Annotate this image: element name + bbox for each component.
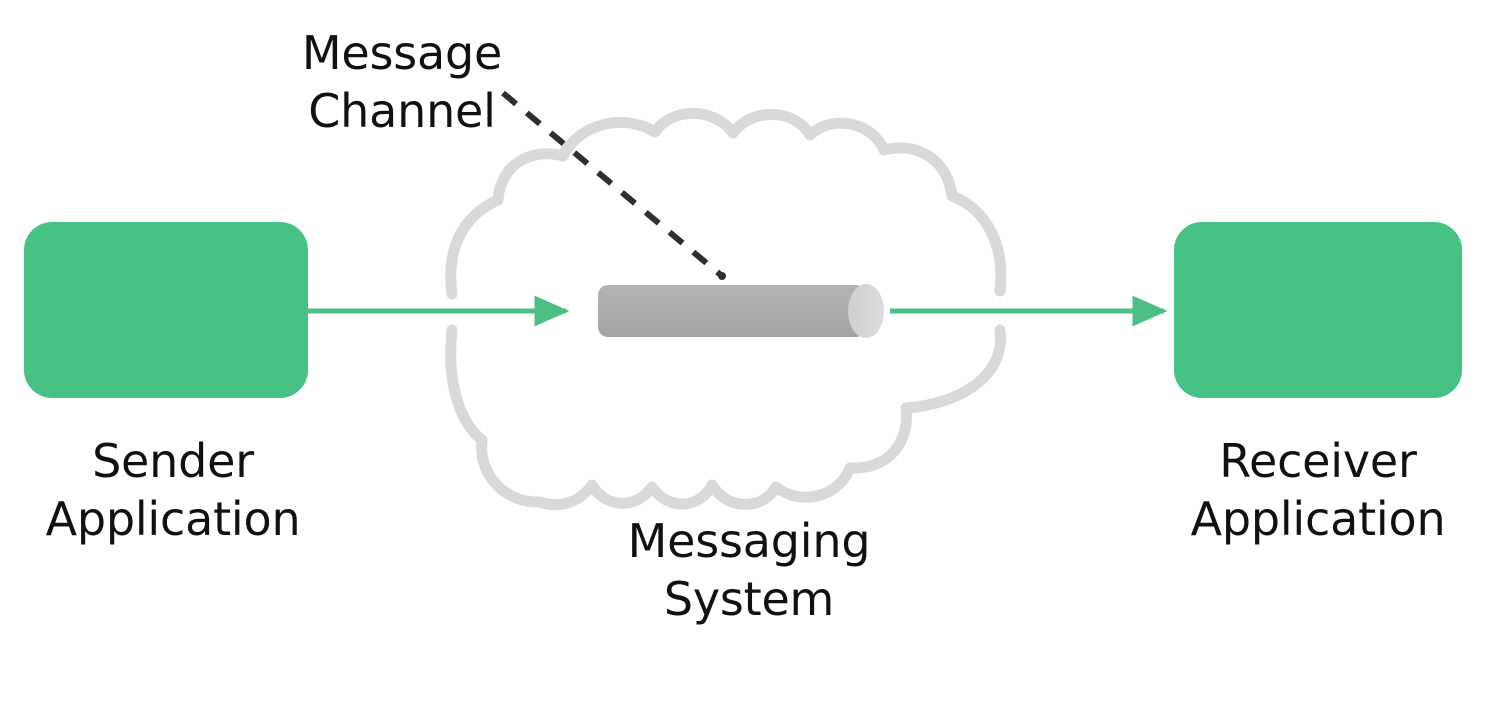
message-channel-cylinder[interactable] xyxy=(598,284,884,338)
receiver-application-box[interactable] xyxy=(1174,222,1462,398)
message-channel-callout-line xyxy=(501,90,724,279)
sender-application-label: Sender Application xyxy=(45,434,301,546)
cloud-outline-upper xyxy=(445,107,1007,300)
message-channel-callout-endpoint xyxy=(718,272,726,280)
cloud-outline-lower xyxy=(445,324,1006,511)
messaging-system-label: Messaging System xyxy=(627,514,871,626)
cylinder-body xyxy=(598,285,866,337)
message-channel-label: Message Channel xyxy=(301,26,503,138)
messaging-system-cloud[interactable] xyxy=(445,107,1007,511)
receiver-application-label: Receiver Application xyxy=(1190,434,1446,546)
sender-application-box[interactable] xyxy=(24,222,308,398)
cylinder-right-cap xyxy=(848,284,884,338)
